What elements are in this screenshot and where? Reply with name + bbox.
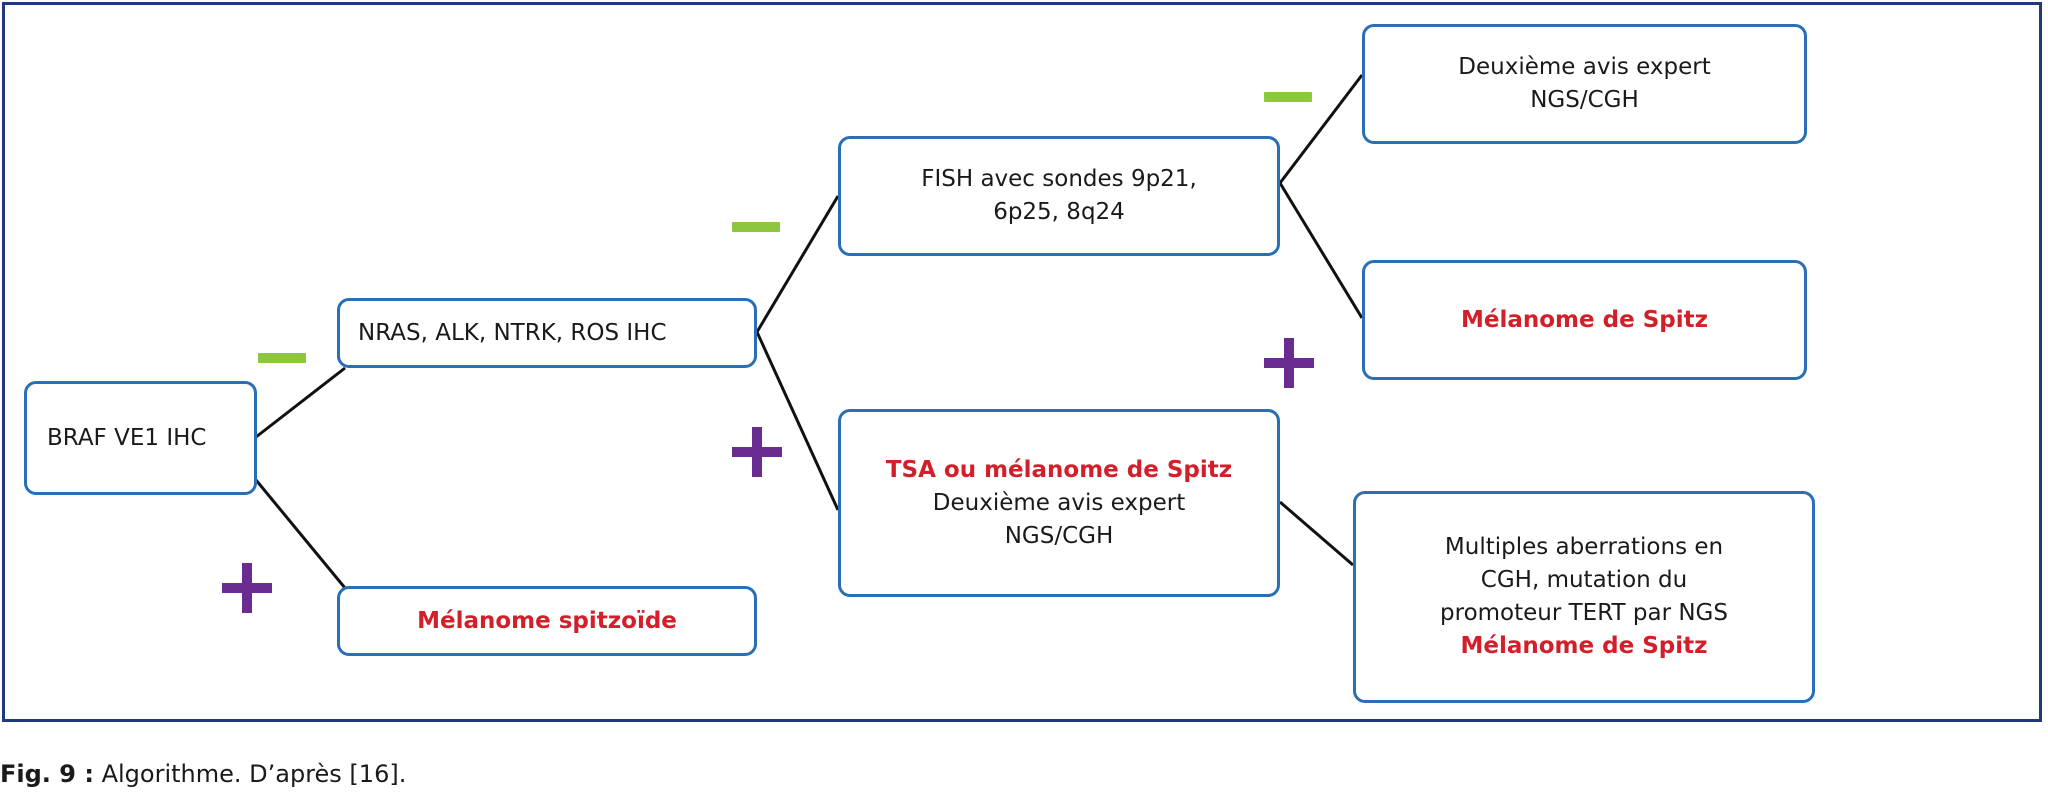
minus-sign-braf-nras: [258, 353, 306, 363]
node-fish-line-2: 6p25, 8q24: [993, 199, 1125, 225]
node-melanome-spitzoide: Mélanome spitzoïde: [337, 586, 757, 656]
node-tsa-ou-melanome: TSA ou mélanome de Spitz Deuxième avis e…: [838, 409, 1280, 597]
caption-text: Algorithme. D’après [16].: [101, 760, 407, 788]
node-multiples-aberrations: Multiples aberrations en CGH, mutation d…: [1353, 491, 1815, 703]
node-braf-ve1-ihc: BRAF VE1 IHC: [24, 381, 257, 495]
node-deuxieme-avis-expert: Deuxième avis expert NGS/CGH: [1362, 24, 1807, 144]
plus-sign-nras-tsa: [732, 427, 782, 477]
plus-sign-fish-spitz: [1264, 338, 1314, 388]
node-multiples-line-4: Mélanome de Spitz: [1460, 633, 1708, 659]
node-avis-line-1: Deuxième avis expert: [1458, 54, 1711, 80]
minus-sign-nras-fish: [732, 222, 780, 232]
caption-label: Fig. 9 :: [0, 760, 94, 788]
node-fish-sondes: FISH avec sondes 9p21, 6p25, 8q24: [838, 136, 1280, 256]
plus-sign-braf-spitzoide: [222, 563, 272, 613]
node-spitzoide-line-1: Mélanome spitzoïde: [417, 607, 677, 634]
node-nras-line-1: NRAS, ALK, NTRK, ROS IHC: [358, 319, 667, 346]
node-fish-line-1: FISH avec sondes 9p21,: [921, 166, 1197, 192]
node-multiples-line-2: CGH, mutation du: [1480, 567, 1688, 593]
node-tsa-line-1: TSA ou mélanome de Spitz: [885, 456, 1233, 483]
minus-sign-fish-avis: [1264, 92, 1312, 102]
figure-caption: Fig. 9 : Algorithme. D’après [16].: [0, 760, 406, 788]
node-tsa-line-2: Deuxième avis expert: [932, 489, 1186, 516]
node-braf-line-1: BRAF VE1 IHC: [47, 424, 207, 451]
node-avis-line-2: NGS/CGH: [1530, 87, 1639, 113]
node-nras-alk-ntrk-ros-ihc: NRAS, ALK, NTRK, ROS IHC: [337, 298, 757, 368]
node-tsa-line-3: NGS/CGH: [1004, 522, 1114, 549]
node-multiples-line-1: Multiples aberrations en: [1444, 534, 1724, 560]
node-multiples-line-3: promoteur TERT par NGS: [1440, 600, 1728, 626]
node-melanome-de-spitz: Mélanome de Spitz: [1362, 260, 1807, 380]
node-spitz-line-1: Mélanome de Spitz: [1460, 306, 1708, 333]
